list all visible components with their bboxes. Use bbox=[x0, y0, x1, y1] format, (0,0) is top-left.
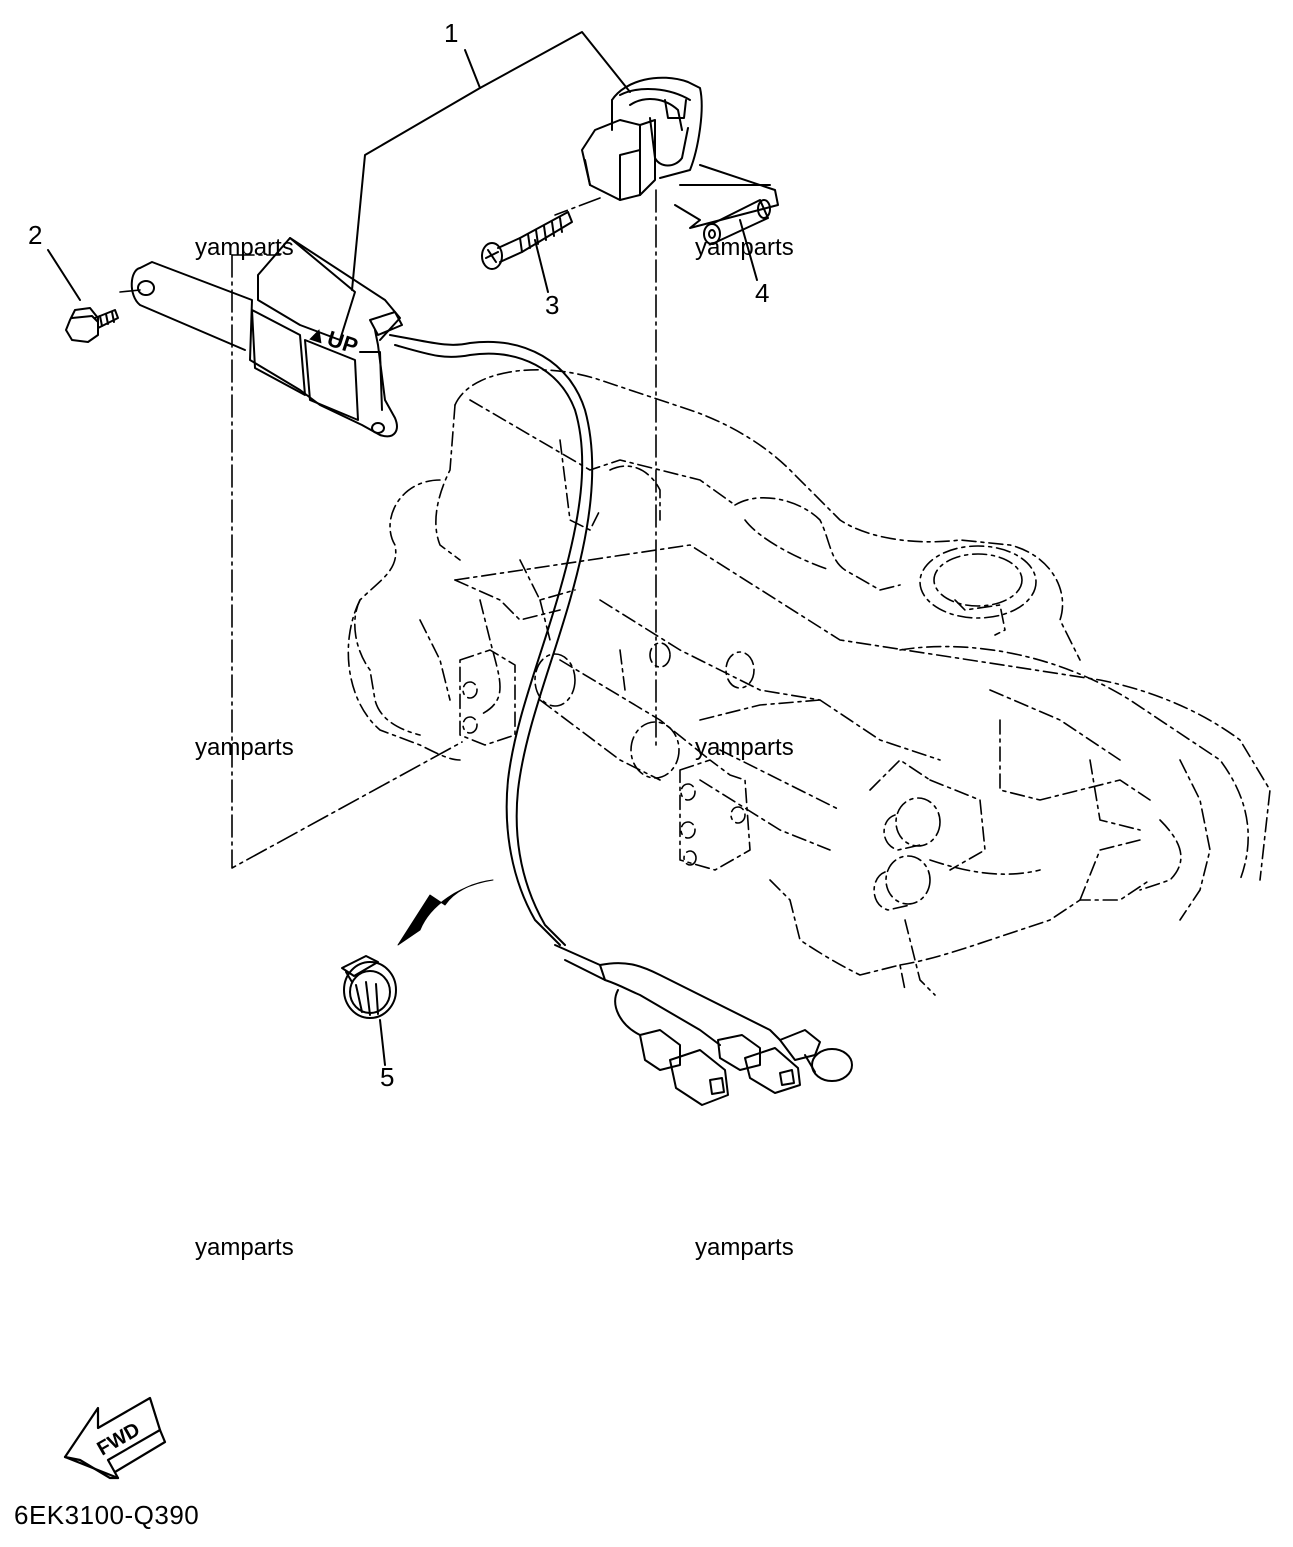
diagram-code: 6EK3100-Q390 bbox=[14, 1500, 200, 1530]
callout-2: 2 bbox=[28, 220, 43, 250]
sensor-up-mark: ▲UP bbox=[303, 319, 361, 359]
watermark: yamparts bbox=[695, 1234, 794, 1261]
watermark: yamparts bbox=[195, 734, 294, 761]
watermark: yamparts bbox=[195, 234, 294, 261]
tilt-tube-phantom bbox=[459, 649, 1041, 911]
bolt-part-2 bbox=[65, 307, 119, 343]
assembly-centerlines bbox=[119, 189, 657, 869]
clamp-part-5 bbox=[341, 955, 397, 1019]
collar-part-4 bbox=[703, 199, 771, 245]
callout-1: 1 bbox=[444, 18, 459, 48]
clamp-bracket-phantom bbox=[347, 369, 1271, 996]
callout-4: 4 bbox=[755, 278, 770, 308]
sensor-bracket-plate: ▲UP bbox=[130, 237, 403, 438]
watermark: yamparts bbox=[695, 734, 794, 761]
screw-part-3 bbox=[481, 211, 573, 270]
fwd-arrow: FWD bbox=[63, 1396, 167, 1480]
callout-3: 3 bbox=[545, 290, 560, 320]
install-direction-arrow bbox=[397, 879, 494, 946]
callout-5: 5 bbox=[380, 1062, 395, 1092]
watermark: yamparts bbox=[695, 234, 794, 261]
trim-sensor-holder bbox=[581, 76, 703, 201]
watermark: yamparts bbox=[195, 1234, 294, 1261]
sensor-wire-harness bbox=[389, 334, 853, 1106]
